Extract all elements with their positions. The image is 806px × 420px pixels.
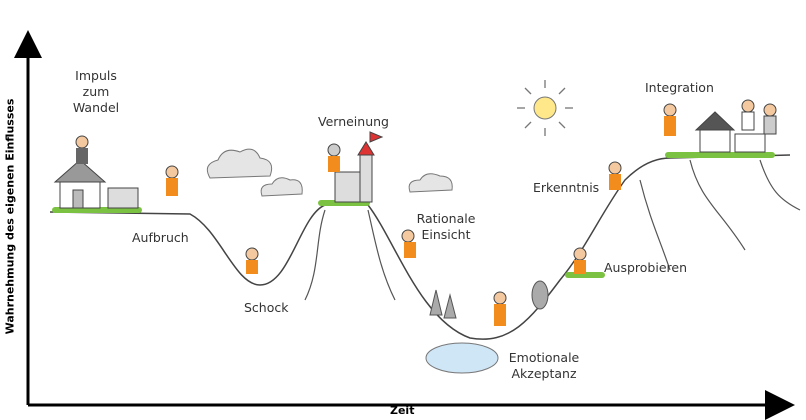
cloud-icon <box>206 148 453 197</box>
phase-label-impuls: Impuls zum Wandel <box>72 68 120 115</box>
phase-label-emotionale-akzeptanz: Emotionale Akzeptanz <box>508 350 580 381</box>
mountain-outlines <box>304 159 801 301</box>
person-icon <box>573 247 587 274</box>
person-icon <box>741 99 755 131</box>
phase-label-integration: Integration <box>645 80 714 95</box>
phase-label-erkenntnis: Erkenntnis <box>533 180 600 195</box>
village-icon <box>694 111 766 153</box>
person-icon <box>763 103 777 135</box>
tree-icons <box>429 280 549 319</box>
person-icon <box>165 165 179 196</box>
person-icon <box>663 103 677 136</box>
x-axis-label: Zeit <box>390 404 415 417</box>
sun-icon <box>517 80 573 136</box>
y-axis-arrow-icon <box>14 30 42 58</box>
phase-label-verneinung: Verneinung <box>318 114 389 129</box>
lake <box>425 342 499 374</box>
person-icon <box>401 229 416 258</box>
house-icon <box>53 159 139 209</box>
castle-icon <box>334 131 384 203</box>
person-figures <box>75 99 777 326</box>
phase-label-aufbruch: Aufbruch <box>132 230 189 245</box>
change-curve <box>49 154 791 340</box>
phase-label-rationale-einsicht: Rationale Einsicht <box>416 211 476 242</box>
y-axis-label: Wahrnehmung des eigenen Einflusses <box>3 98 17 335</box>
x-axis-arrow-icon <box>765 390 795 420</box>
person-icon <box>327 143 341 172</box>
phase-label-schock: Schock <box>244 300 289 315</box>
person-icon <box>493 291 507 326</box>
person-icon <box>608 161 622 190</box>
person-icon <box>245 247 259 274</box>
person-icon <box>75 135 89 164</box>
phase-label-ausprobieren: Ausprobieren <box>604 260 688 275</box>
